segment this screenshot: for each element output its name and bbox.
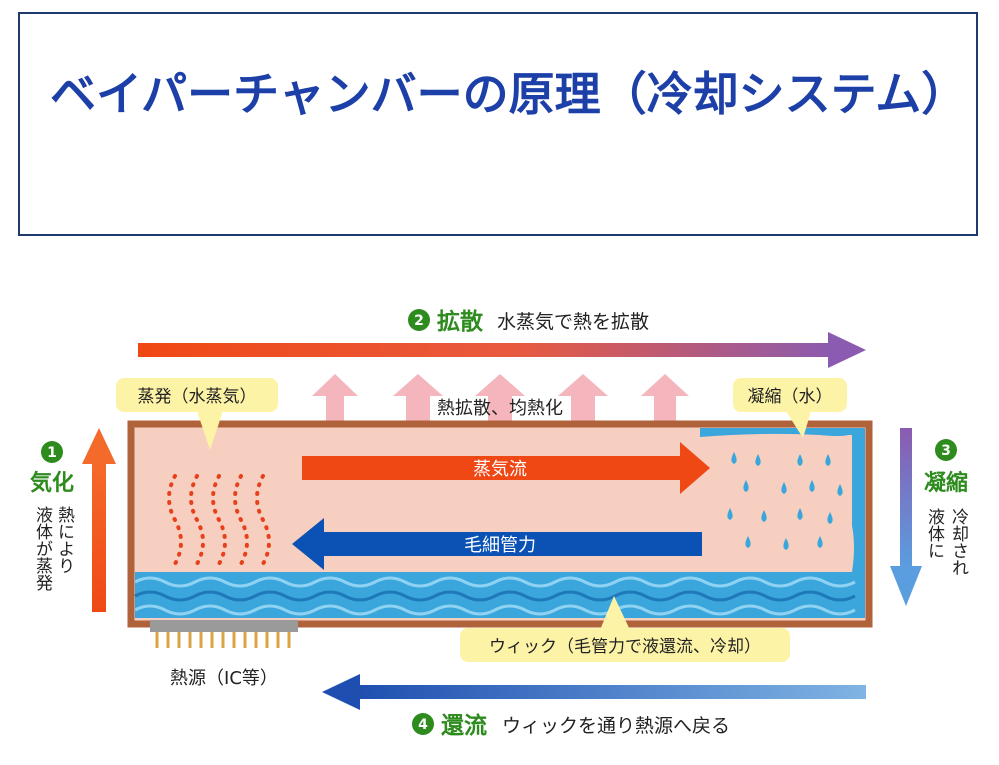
step1-desc-col2: 液体が蒸発	[32, 506, 53, 592]
vapor-flow-arrow: 蒸気流	[302, 442, 710, 494]
step3-label: 3 凝縮 冷却され 液体に	[924, 439, 969, 576]
return-arrow	[322, 674, 866, 710]
step4-title: 還流	[441, 712, 487, 739]
water-droplet-icon	[809, 480, 815, 492]
water-droplet-icon	[825, 454, 831, 466]
heat-up-arrow-icon	[558, 374, 608, 422]
svg-text:蒸発（水蒸気）: 蒸発（水蒸気）	[138, 387, 257, 407]
water-droplet-icon	[837, 484, 843, 496]
step1-title: 気化	[30, 470, 74, 496]
water-droplet-icon	[817, 536, 823, 548]
capillary-label: 毛細管力	[464, 535, 536, 556]
svg-text:1: 1	[47, 445, 57, 461]
water-droplet-icon	[727, 508, 733, 520]
step3-title: 凝縮	[924, 470, 968, 496]
water-droplet-icon	[827, 512, 833, 524]
capillary-arrow: 毛細管力	[292, 518, 702, 570]
svg-text:ウィック（毛管力で液還流、冷却）: ウィック（毛管力で液還流、冷却）	[489, 637, 761, 657]
step1-desc-col1: 熱により	[54, 506, 75, 574]
heat-spread-arrows	[312, 374, 689, 422]
step3-desc-col1: 冷却され	[948, 508, 969, 576]
vapor-chamber-diagram: 2 拡散 水蒸気で熱を拡散 熱拡散、均熱化	[30, 309, 969, 739]
water-droplet-icon	[755, 454, 761, 466]
water-droplet-icon	[745, 536, 751, 548]
svg-text:4: 4	[418, 717, 428, 733]
vapor-wave-icon	[167, 474, 271, 566]
step2-desc: 水蒸気で熱を拡散	[497, 311, 649, 333]
heat-spread-label: 熱拡散、均熱化	[437, 398, 563, 419]
svg-text:3: 3	[941, 443, 951, 459]
step1-label: 1 気化 熱により 液体が蒸発	[30, 441, 75, 592]
heat-up-arrow-icon	[475, 374, 525, 422]
svg-text:2: 2	[414, 313, 424, 329]
step2-label: 2 拡散 水蒸気で熱を拡散	[408, 309, 649, 335]
vapor-flow-label: 蒸気流	[473, 459, 527, 480]
heat-source-label: 熱源（IC等）	[170, 668, 278, 689]
water-droplet-icon	[731, 452, 737, 464]
condensation-arrow	[890, 428, 922, 606]
water-droplet-icon	[797, 454, 803, 466]
water-droplets	[727, 452, 843, 550]
condensation-callout: 凝縮（水）	[733, 378, 847, 438]
step4-desc: ウィックを通り熱源へ戻る	[502, 715, 730, 737]
water-droplet-icon	[761, 510, 767, 522]
title-box: ベイパーチャンバーの原理（冷却システム）	[18, 12, 978, 236]
wick-layer	[134, 572, 865, 618]
water-droplet-icon	[797, 508, 803, 520]
evaporation-arrow	[82, 428, 116, 612]
svg-text:凝縮（水）: 凝縮（水）	[748, 387, 833, 407]
heat-up-arrow-icon	[641, 374, 689, 422]
heat-up-arrow-icon	[393, 374, 443, 422]
diffusion-arrow	[138, 332, 866, 368]
heat-up-arrow-icon	[312, 374, 358, 422]
water-droplet-icon	[781, 482, 787, 494]
step3-desc-col2: 液体に	[924, 508, 945, 559]
water-droplet-icon	[743, 480, 749, 492]
step4-label: 4 還流 ウィックを通り熱源へ戻る	[412, 712, 730, 739]
water-droplet-icon	[783, 538, 789, 550]
evaporation-callout: 蒸発（水蒸気）	[116, 378, 278, 450]
step2-title: 拡散	[437, 309, 483, 335]
heat-source: 熱源（IC等）	[150, 620, 298, 689]
page-title: ベイパーチャンバーの原理（冷却システム）	[50, 67, 968, 121]
wick-callout: ウィック（毛管力で液還流、冷却）	[460, 596, 790, 662]
